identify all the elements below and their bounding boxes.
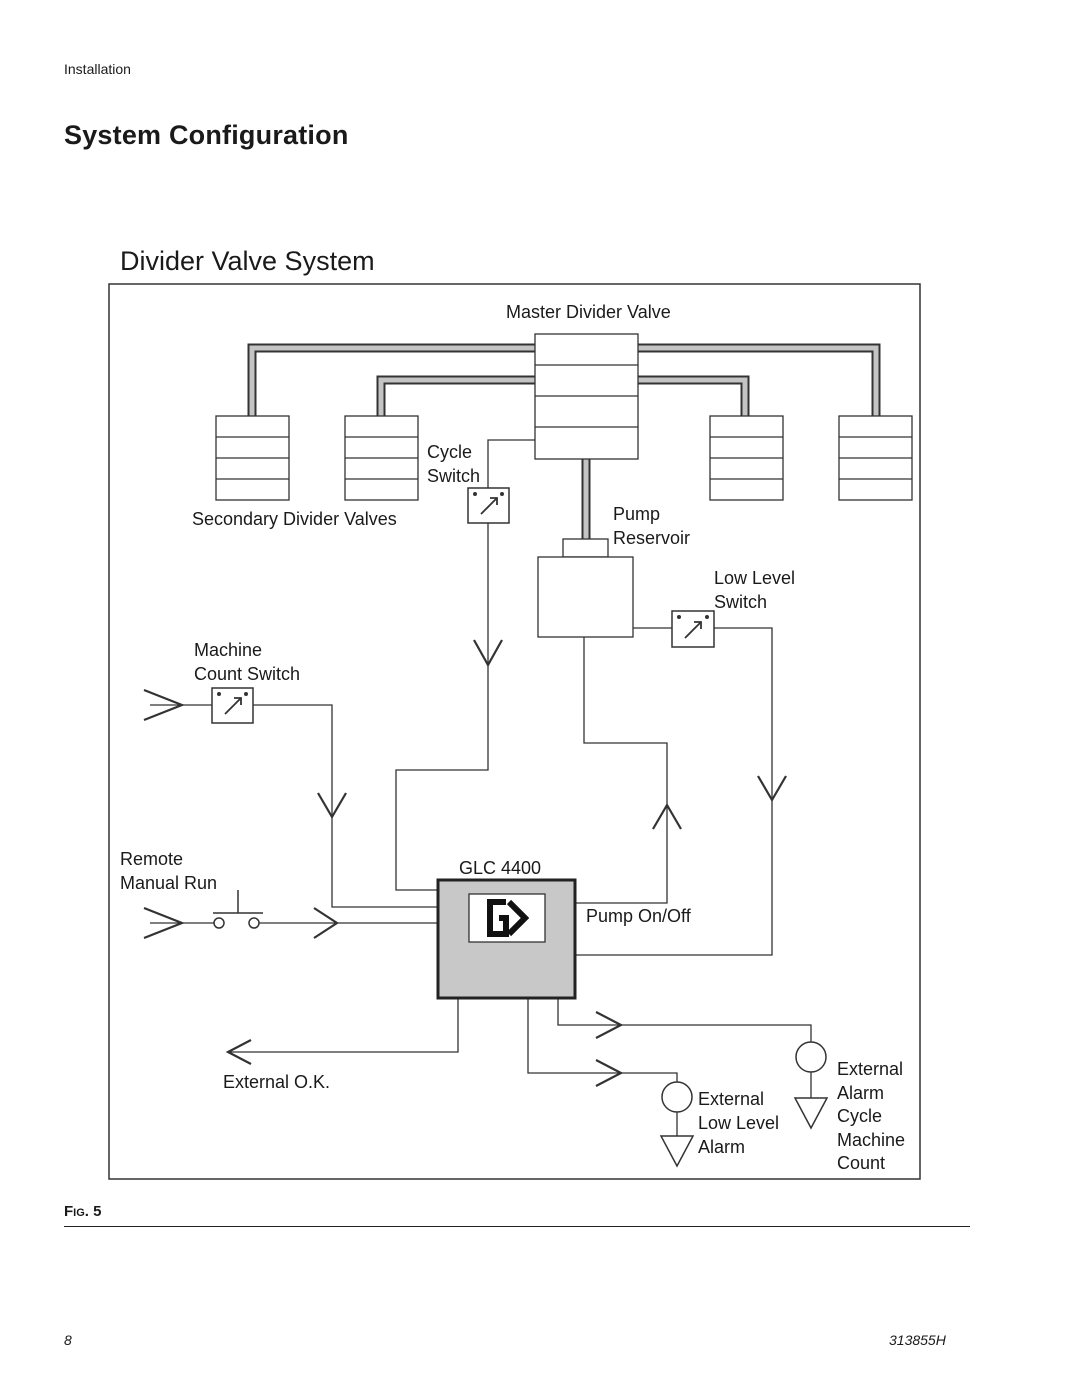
page-title: System Configuration <box>64 120 349 150</box>
label-ext-low-level-line3: Alarm <box>698 1137 745 1157</box>
alarm-lamp-icon <box>659 1041 829 1168</box>
label-pump-line2: Reservoir <box>613 528 690 548</box>
external-alarm-lamp <box>793 1041 829 1130</box>
secondary-divider-valve-2 <box>344 415 419 501</box>
page-number: 8 <box>64 1332 72 1348</box>
label-pump-line1: Pump <box>613 504 660 524</box>
figure-caption-suffix: . 5 <box>84 1203 102 1220</box>
label-cycle-switch-line2: Switch <box>427 466 480 486</box>
figure-caption-prefix: F <box>64 1203 74 1220</box>
signal-wiring <box>150 439 812 1136</box>
glc-controller <box>436 878 577 1000</box>
label-ext-alarm-line2: Alarm <box>837 1083 884 1103</box>
secondary-divider-valve-1 <box>215 415 290 501</box>
lube-pipes <box>247 343 881 539</box>
figure-caption: FIG. 5 <box>64 1203 101 1220</box>
label-master-divider-valve: Master Divider Valve <box>506 302 671 322</box>
switch-icon <box>211 487 715 724</box>
label-remote-manual-run-line2: Manual Run <box>120 873 217 893</box>
label-secondary-divider-valves: Secondary Divider Valves <box>192 509 397 529</box>
label-pump-on-off: Pump On/Off <box>586 906 692 926</box>
label-low-level-line1: Low Level <box>714 568 795 588</box>
diagram-title: Divider Valve System <box>120 246 375 276</box>
graco-logo-icon <box>487 899 530 937</box>
secondary-divider-valve-3 <box>709 415 784 501</box>
machine-count-switch <box>211 687 254 724</box>
label-remote-manual-run-line1: Remote <box>120 849 183 869</box>
secondary-divider-valve-4 <box>838 415 913 501</box>
label-ext-low-level-line1: External <box>698 1089 764 1109</box>
label-ext-alarm-line3: Cycle <box>837 1106 882 1126</box>
figure-divider <box>64 1226 970 1227</box>
document-number: 313855H <box>889 1332 946 1348</box>
label-ext-alarm-line1: External <box>837 1059 903 1079</box>
low-level-switch <box>671 610 715 648</box>
label-ext-alarm-line4: Machine <box>837 1130 905 1150</box>
figure-caption-small: IG <box>73 1207 85 1219</box>
pump-reservoir <box>537 538 634 638</box>
label-low-level-line2: Switch <box>714 592 767 612</box>
diagram-frame <box>108 283 921 1180</box>
arrow-icon <box>143 639 787 1087</box>
section-label: Installation <box>64 61 131 77</box>
cycle-switch <box>467 487 510 524</box>
master-divider-valve <box>534 333 639 460</box>
label-ext-alarm-line5: Count <box>837 1153 885 1173</box>
label-machine-count-line2: Count Switch <box>194 664 300 684</box>
external-low-level-lamp <box>659 1081 695 1168</box>
label-external-ok: External O.K. <box>223 1072 330 1092</box>
label-machine-count-line1: Machine <box>194 640 262 660</box>
pushbutton-icon <box>213 890 263 929</box>
label-controller: GLC 4400 <box>459 858 541 878</box>
label-ext-low-level-line2: Low Level <box>698 1113 779 1133</box>
label-cycle-switch-line1: Cycle <box>427 442 472 462</box>
